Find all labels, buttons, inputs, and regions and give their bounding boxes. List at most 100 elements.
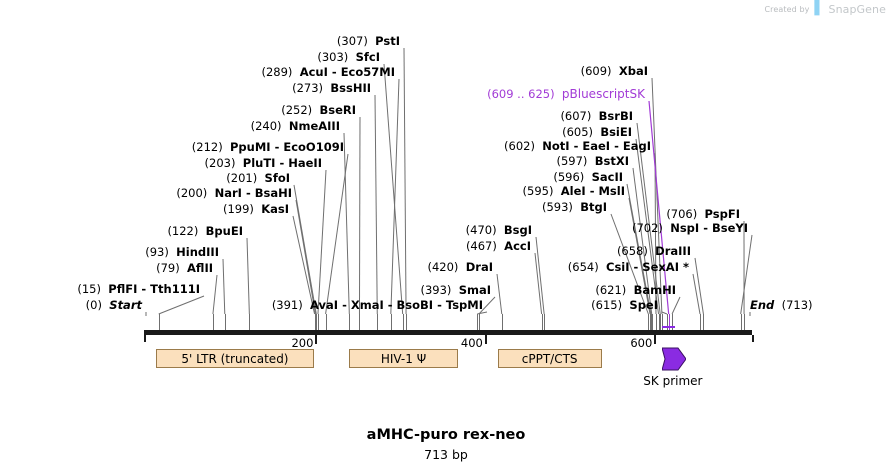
enzyme-label[interactable]: (393) SmaI [420,284,491,296]
restriction-site-tick [325,314,327,330]
feature-box[interactable]: HIV-1 Ψ [349,349,458,368]
restriction-site-tick [740,314,742,330]
page-subtitle: 713 bp [424,447,468,462]
enzyme-label[interactable]: (596) SacII [553,171,623,183]
feature-annotation-label[interactable]: (609 .. 625) pBluescriptSK [487,88,645,100]
enzyme-position: (199) [222,202,262,216]
enzyme-label[interactable]: (706) PspFI [666,208,740,220]
restriction-site-tick [315,314,317,330]
enzyme-position: (93) [145,245,177,259]
enzyme-name: KasI [261,202,289,216]
restriction-site-tick [314,314,316,330]
enzyme-name: BsrBI [598,109,633,123]
enzyme-label[interactable]: (658) DraIII [617,245,691,257]
enzyme-label[interactable]: (240) NmeAIII [251,120,340,132]
enzyme-position: (122) [167,224,206,238]
enzyme-label[interactable]: (470) BsgI [466,224,532,236]
enzyme-label[interactable]: (467) AccI [466,240,531,252]
restriction-site-tick [377,314,379,330]
start-marker: (0) Start [86,299,142,311]
enzyme-label[interactable]: (607) BsrBI [560,110,633,122]
enzyme-label[interactable]: (595) AleI - MslI [523,185,625,197]
enzyme-position: (467) [465,239,505,253]
ruler-label: 200 [291,336,314,350]
enzyme-label[interactable]: (93) HindIII [145,246,219,258]
enzyme-separator: - [327,65,341,79]
enzyme-label[interactable]: (609) XbaI [581,65,648,77]
feature-box[interactable]: 5' LTR (truncated) [156,349,314,368]
enzyme-name: NarI [214,186,242,200]
enzyme-label[interactable]: (597) BstXI [557,155,630,167]
enzyme-label[interactable]: (702) NspI - BseYI [632,222,748,234]
enzyme-separator: - [629,260,643,274]
feature-label: cPPT/CTS [521,351,578,366]
enzyme-label[interactable]: (79) AflII [156,262,213,274]
enzyme-name: SexAI * [642,260,689,274]
enzyme-label[interactable]: (199) KasI [223,203,289,215]
enzyme-position: (240) [250,119,289,133]
enzyme-label[interactable]: (289) AcuI - Eco57MI [261,66,395,78]
enzyme-label[interactable]: (621) BamHI [595,284,676,296]
enzyme-separator: - [270,140,284,154]
enzyme-position: (393) [420,283,459,297]
restriction-site-tick [651,314,653,330]
ruler-end-cap [752,335,754,342]
enzyme-name: AccI [504,239,531,253]
enzyme-name: SacII [591,170,623,184]
enzyme-label[interactable]: (307) PstI [337,35,400,47]
enzyme-name: XbaI [618,64,648,78]
enzyme-label[interactable]: (605) BsiEI [562,126,632,138]
snapgene-watermark: Created by ▌ SnapGene [764,2,886,16]
enzyme-position: (307) [336,34,376,48]
enzyme-label[interactable]: (602) NotI - EaeI - EagI [504,140,651,152]
enzyme-label[interactable]: (593) BtgI [542,201,607,213]
restriction-site-tick [158,314,160,330]
enzyme-name: PstI [375,34,400,48]
feature-annotation-name: pBluescriptSK [561,87,645,101]
feature-label: HIV-1 Ψ [380,351,427,366]
primer-name-label: SK primer [643,374,703,388]
enzyme-label[interactable]: (212) PpuMI - EcoO109I [192,141,344,153]
enzyme-position: (596) [553,170,592,184]
enzyme-name: AleI [560,184,586,198]
enzyme-label[interactable]: (122) BpuEI [167,225,243,237]
restriction-site-tick [317,314,319,330]
enzyme-name: DraIII [655,244,691,258]
enzyme-label[interactable]: (391) AvaI - XmaI - BsoBI - TspMI [272,299,483,311]
ruler-label: 400 [460,336,483,350]
page-title: aMHC-puro rex-neo [366,427,526,443]
enzyme-name: BstXI [594,154,629,168]
primer-arrow[interactable] [661,346,687,372]
end-marker-text: End [750,298,775,312]
enzyme-name: BsoBI [396,298,434,312]
enzyme-name: NotI [542,139,570,153]
enzyme-name: HindIII [176,245,219,259]
enzyme-label[interactable]: (303) SfcI [317,51,380,63]
enzyme-label[interactable]: (200) NarI - BsaHI [176,187,292,199]
enzyme-separator: - [137,282,151,296]
restriction-site-tick [703,314,705,330]
enzyme-label[interactable]: (420) DraI [428,261,494,273]
enzyme-name: AvaI [310,298,339,312]
end-marker-position: (713) [774,298,813,312]
enzyme-name: CsiI [606,260,630,274]
enzyme-label[interactable]: (615) SpeI [591,299,658,311]
enzyme-label[interactable]: (15) PflFI - Tth111I [77,283,200,295]
enzyme-label[interactable]: (273) BssHII [292,82,371,94]
ruler-tick [654,335,657,344]
enzyme-name: BsgI [503,223,532,237]
enzyme-position: (658) [616,244,656,258]
enzyme-name: NspI [670,221,700,235]
enzyme-position: (470) [465,223,504,237]
restriction-site-tick [501,314,503,330]
enzyme-label[interactable]: (252) BseRI [281,104,356,116]
enzyme-label[interactable]: (654) CsiI - SexAI * [568,261,689,273]
enzyme-separator: - [275,156,289,170]
enzyme-label[interactable]: (201) SfoI [226,172,290,184]
enzyme-name: XmaI [350,298,384,312]
feature-box[interactable]: cPPT/CTS [497,349,602,368]
restriction-site-tick [477,314,479,330]
ruler-end-cap [144,335,146,342]
enzyme-name: Eco57MI [340,65,395,79]
enzyme-label[interactable]: (203) PluTI - HaeII [205,157,322,169]
